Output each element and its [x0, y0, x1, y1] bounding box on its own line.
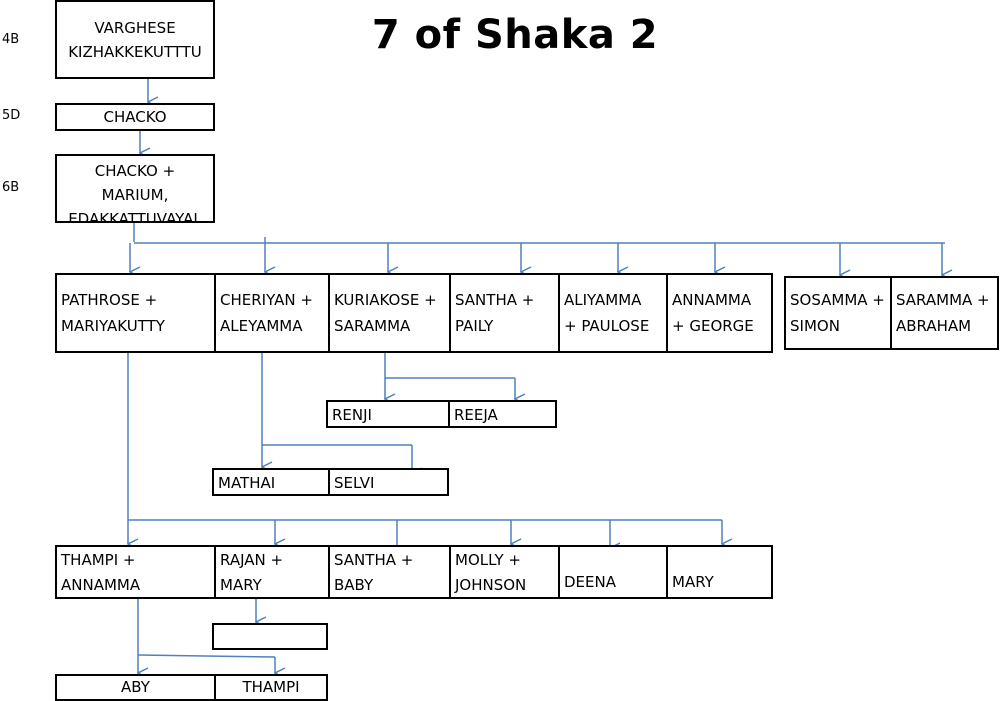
person-node: RENJI	[332, 406, 372, 424]
person-node: ABY	[121, 678, 150, 696]
person-node: ALIYAMMA + PAULOSE	[558, 275, 666, 351]
generation-label: 4B	[2, 32, 20, 47]
ancestor-node: VARGHESE KIZHAKKEKUTTTU	[55, 0, 215, 79]
children-row: MATHAI SELVI	[212, 468, 449, 496]
node-label	[214, 625, 326, 648]
person-node: SANTHA + BABY	[328, 547, 449, 597]
person-node: MOLLY + JOHNSON	[449, 547, 558, 597]
children-row: ABY THAMPI	[55, 674, 328, 701]
children-row: PATHROSE + MARIYAKUTTY CHERIYAN + ALEYAM…	[55, 273, 773, 353]
person-node: REEJA	[448, 402, 555, 426]
node-label: VARGHESE KIZHAKKEKUTTTU	[68, 18, 202, 61]
person-node: DEENA	[558, 547, 666, 597]
page-title: 7 of Shaka 2	[371, 12, 659, 58]
ancestor-node: CHACKO	[55, 103, 215, 131]
person-node	[212, 623, 328, 650]
generation-label: 6B	[2, 180, 20, 195]
person-node: SELVI	[328, 470, 447, 494]
person-node: RAJAN + MARY	[214, 547, 328, 597]
children-row: SOSAMMA + SIMON SARAMMA + ABRAHAM	[784, 276, 999, 350]
person-node: THAMPI	[214, 676, 326, 699]
children-row: RENJI REEJA	[326, 400, 557, 428]
person-node: CHERIYAN + ALEYAMMA	[214, 275, 328, 351]
person-node: MATHAI	[218, 474, 276, 492]
person-node: SARAMMA + ABRAHAM	[890, 278, 997, 348]
connector	[137, 654, 276, 658]
person-node: KURIAKOSE + SARAMMA	[328, 275, 449, 351]
person-node: SOSAMMA + SIMON	[790, 291, 885, 335]
person-node: MARY	[666, 547, 771, 597]
person-node: PATHROSE + MARIYAKUTTY	[61, 291, 165, 335]
node-label: CHACKO + MARIUM, EDAKKATTUVAYAL	[68, 162, 202, 223]
children-row: THAMPI + ANNAMMA RAJAN + MARY SANTHA + B…	[55, 545, 773, 599]
person-node: ANNAMMA + GEORGE	[666, 275, 771, 351]
ancestor-node: CHACKO + MARIUM, EDAKKATTUVAYAL	[55, 154, 215, 223]
node-label: CHACKO	[103, 108, 167, 126]
person-node: THAMPI + ANNAMMA	[61, 551, 141, 594]
person-node: SANTHA + PAILY	[449, 275, 558, 351]
generation-label: 5D	[2, 108, 21, 123]
